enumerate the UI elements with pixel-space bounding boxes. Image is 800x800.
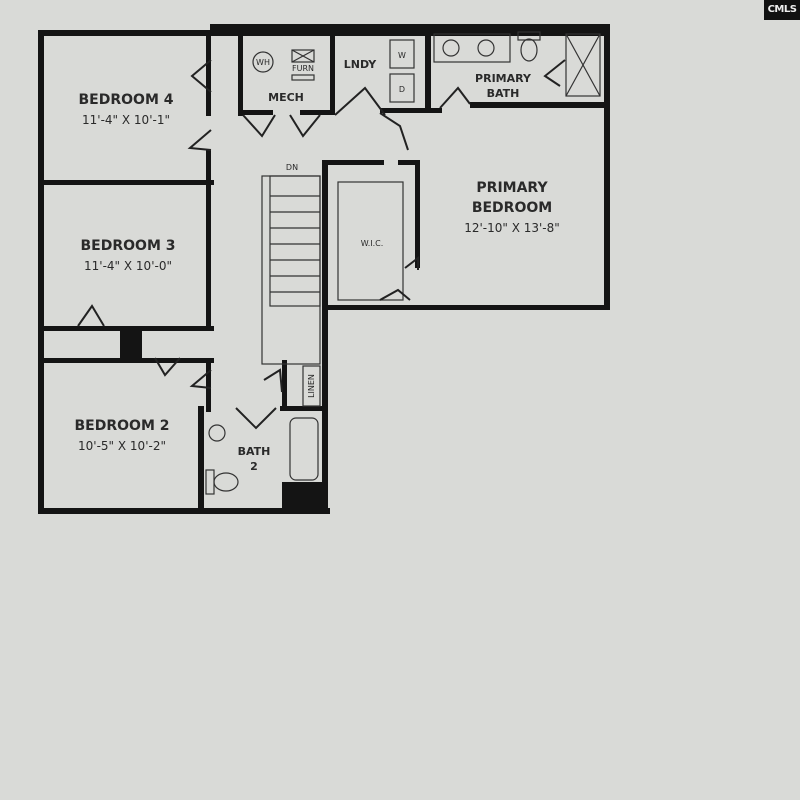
wic-label: W.I.C. — [361, 239, 384, 248]
walls — [38, 24, 610, 514]
washer-label: W — [398, 51, 406, 60]
bedroom3-size: 11'-4" X 10'-0" — [84, 259, 172, 273]
primary-bedroom-name-1: PRIMARY — [476, 180, 548, 196]
stairs-down-label: DN — [286, 163, 298, 172]
laundry-label: LNDY — [344, 58, 378, 71]
room-labels: BEDROOM 4 11'-4" X 10'-1" BEDROOM 3 11'-… — [75, 58, 560, 473]
fixtures: WH FURN W D — [205, 31, 601, 495]
primary-bedroom-name-2: BEDROOM — [472, 200, 552, 216]
primary-bedroom-size: 12'-10" X 13'-8" — [464, 221, 560, 235]
furnace-label: FURN — [292, 64, 314, 73]
dryer-label: D — [399, 85, 405, 94]
cmls-watermark: CMLS — [764, 0, 800, 20]
primary-bath-label-1: PRIMARY — [475, 72, 532, 85]
mech-label: MECH — [268, 91, 304, 104]
doors — [77, 59, 566, 430]
linen-label: LINEN — [307, 374, 316, 398]
bedroom4-size: 11'-4" X 10'-1" — [82, 113, 170, 127]
primary-bath-label-2: BATH — [487, 87, 520, 100]
bath2-label-1: BATH — [238, 445, 271, 458]
bedroom2-name: BEDROOM 2 — [75, 418, 170, 434]
water-heater-label: WH — [256, 58, 270, 67]
bedroom4-name: BEDROOM 4 — [79, 92, 174, 108]
bedroom3-name: BEDROOM 3 — [81, 238, 176, 254]
bedroom2-size: 10'-5" X 10'-2" — [78, 439, 166, 453]
stairs — [261, 175, 321, 365]
bath2-label-2: 2 — [250, 460, 258, 473]
